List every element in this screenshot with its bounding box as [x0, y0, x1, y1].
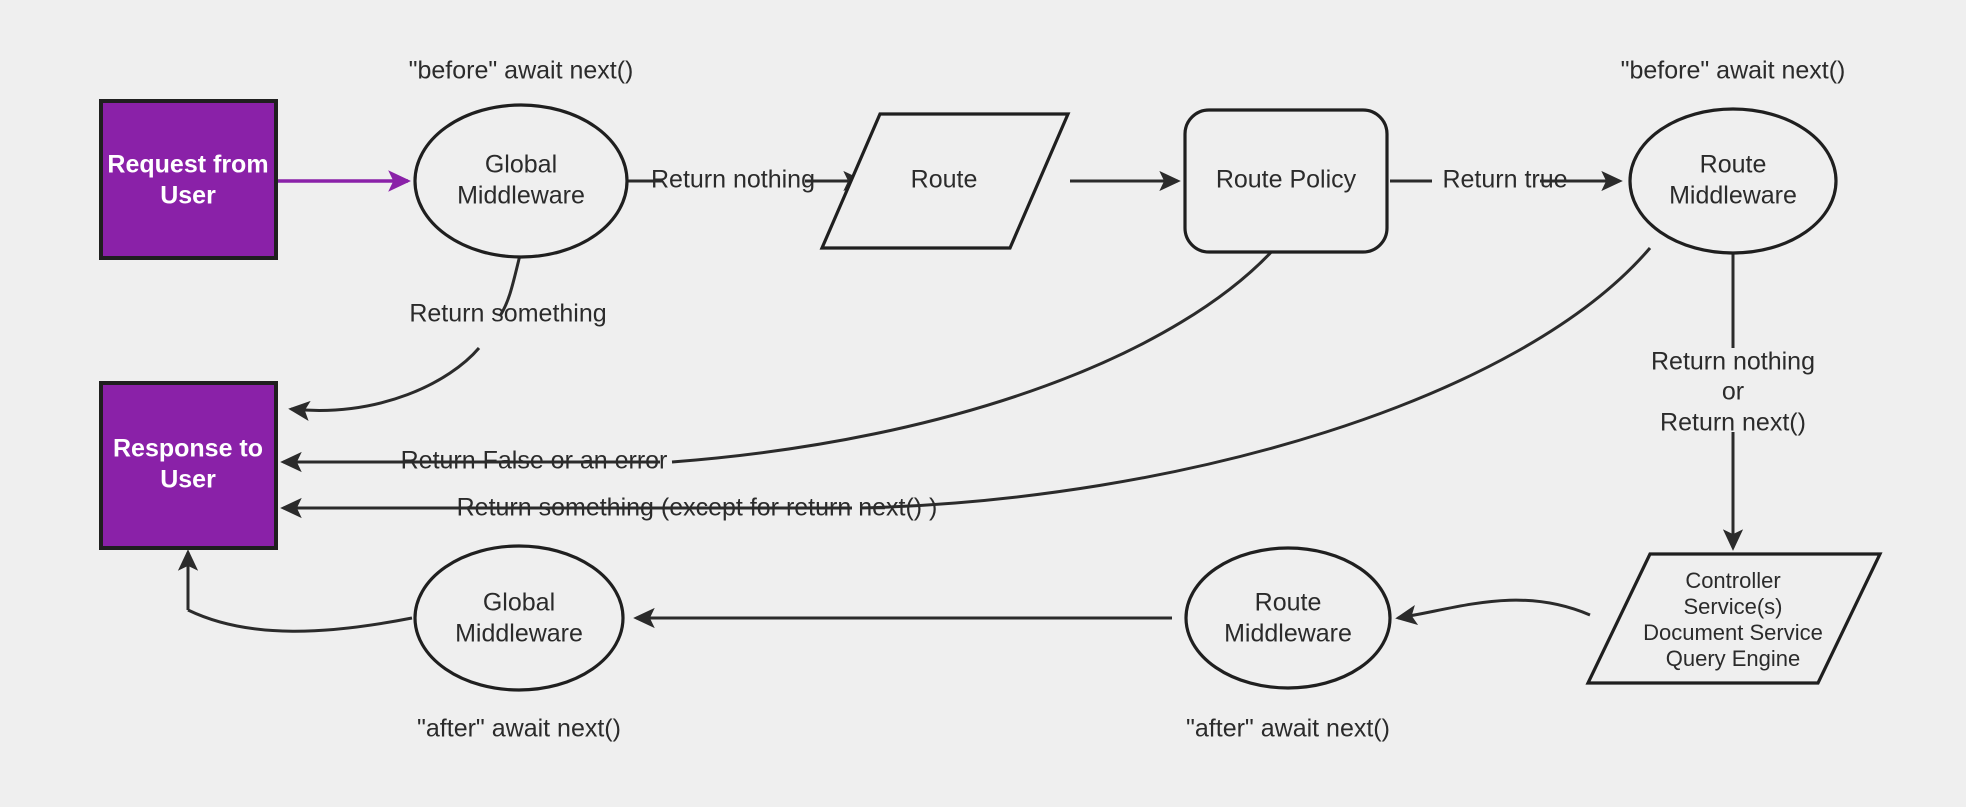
route-middleware-before-node[interactable]	[1628, 107, 1838, 255]
request-terminal-line2: User	[160, 182, 216, 210]
edge-label-return-nothing-or-next-line3: Return next()	[1660, 409, 1806, 437]
request-terminal-line1: Request from	[107, 151, 268, 179]
route-label: Route	[911, 166, 978, 194]
global-middleware-before-line1: Global	[485, 151, 557, 179]
edge-route-policy-to-response-curve	[671, 246, 1277, 464]
edge-global-middleware-to-response	[288, 347, 481, 421]
edge-controller-to-route-middleware-after	[1395, 598, 1591, 626]
response-terminal-line1: Response to	[113, 435, 263, 463]
annotation-before-global-middleware: "before" await next()	[409, 57, 634, 85]
controller-line1: Controller	[1685, 568, 1780, 593]
annotation-before-route-middleware: "before" await next()	[1621, 57, 1846, 85]
edge-label-return-true: Return true	[1442, 166, 1567, 194]
global-middleware-before-line2: Middleware	[457, 182, 585, 210]
edge-label-return-nothing-or-next-line2: or	[1722, 378, 1744, 406]
route-middleware-after-line2: Middleware	[1224, 620, 1352, 648]
response-to-user-terminal[interactable]	[99, 381, 278, 550]
route-middleware-after-line1: Route	[1255, 589, 1322, 617]
annotation-after-route-middleware: "after" await next()	[1186, 715, 1390, 743]
route-middleware-before-line1: Route	[1700, 151, 1767, 179]
controller-line3: Document Service	[1643, 620, 1823, 645]
route-middleware-after-node[interactable]	[1184, 546, 1392, 690]
route-middleware-before-line2: Middleware	[1669, 182, 1797, 210]
controller-node[interactable]	[1585, 552, 1883, 685]
edge-label-return-false-or-error: Return False or an error	[401, 447, 668, 475]
edge-route-middleware-to-response-curve	[859, 247, 1652, 510]
request-from-user-terminal[interactable]	[99, 99, 278, 260]
response-terminal-line2: User	[160, 466, 216, 494]
global-middleware-after-node[interactable]	[413, 544, 625, 692]
global-middleware-after-line2: Middleware	[455, 620, 583, 648]
edge-label-return-something-except-next: Return something (except for return next…	[457, 494, 938, 522]
edge-label-return-nothing-or-next-line1: Return nothing	[1651, 348, 1815, 376]
route-policy-node[interactable]	[1183, 108, 1389, 254]
global-middleware-before-node[interactable]	[413, 103, 629, 259]
controller-line2: Service(s)	[1683, 594, 1782, 619]
route-policy-label: Route Policy	[1216, 166, 1357, 194]
global-middleware-after-line1: Global	[483, 589, 555, 617]
controller-line4: Query Engine	[1666, 646, 1801, 671]
edge-global-middleware-after-curve	[187, 608, 413, 633]
route-node[interactable]	[819, 112, 1071, 250]
edge-global-middleware-return-something-stub	[498, 250, 523, 317]
edge-label-return-something: Return something	[409, 300, 606, 328]
edge-label-return-nothing: Return nothing	[651, 166, 815, 194]
annotation-after-global-middleware: "after" await next()	[417, 715, 621, 743]
